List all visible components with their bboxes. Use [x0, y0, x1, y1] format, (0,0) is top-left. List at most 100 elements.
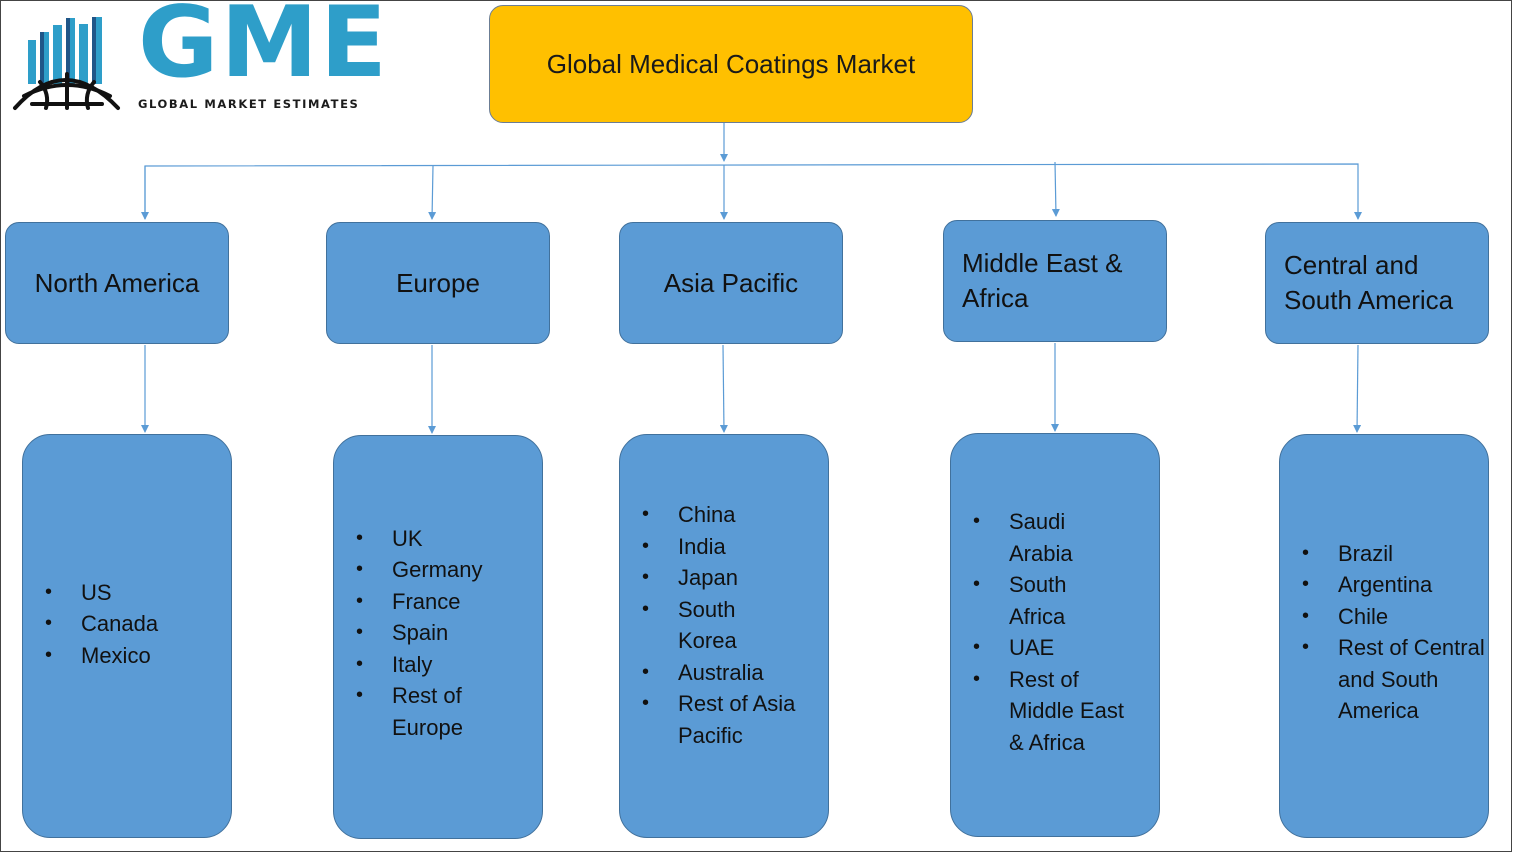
- country-list: • Saudi Arabia • South Africa • UAE •Rest o…: [951, 506, 1159, 758]
- list-item: • China: [642, 499, 828, 531]
- bullet-icon: •: [356, 526, 364, 549]
- country-name: Australia: [678, 659, 764, 685]
- region-node-middle-east-africa: Middle East & Africa: [943, 220, 1167, 342]
- region-node-europe: Europe: [326, 222, 550, 344]
- country-name: Rest of Asia Pacific: [678, 691, 796, 748]
- region-label: Middle East & Africa: [962, 246, 1122, 316]
- list-item: • Rest of Europe: [356, 680, 542, 743]
- country-list: • US • Canada • Mexico: [23, 577, 231, 672]
- list-item: •Rest of Middle East & Africa: [973, 664, 1159, 759]
- bullet-icon: •: [1302, 541, 1310, 564]
- bullet-icon: •: [642, 503, 650, 525]
- logo-tagline: GLOBAL MARKET ESTIMATES: [138, 97, 360, 111]
- country-name: Canada: [81, 611, 159, 637]
- country-name: US: [81, 579, 112, 605]
- bullet-icon: •: [642, 566, 650, 588]
- country-list-node-central-south-america: •Brazil •Argentina •Chile •Rest of Centr…: [1279, 434, 1489, 838]
- list-item: • Spain: [356, 617, 542, 649]
- country-name: India: [678, 533, 726, 559]
- bullet-icon: •: [356, 558, 364, 581]
- list-item: • US: [45, 577, 231, 609]
- list-item: • UK: [356, 523, 542, 555]
- bullet-icon: •: [642, 534, 650, 557]
- list-item: • Germany: [356, 554, 542, 586]
- country-name: South Africa: [1009, 572, 1067, 629]
- region-label-line: Africa: [962, 283, 1029, 313]
- country-name: Rest of Central and South America: [1338, 635, 1485, 723]
- list-item: • UAE: [973, 632, 1159, 664]
- region-label-line: Asia Pacific: [663, 267, 799, 298]
- bullet-icon: •: [356, 621, 364, 644]
- branch-europe: [428, 165, 437, 220]
- list-item: •Australia: [642, 657, 828, 689]
- region-node-asia-pacific: Asia Pacific: [619, 222, 843, 344]
- list-item: • Saudi Arabia: [973, 506, 1159, 569]
- list-item: • Italy: [356, 649, 542, 681]
- country-name: Japan: [678, 565, 738, 590]
- bullet-icon: •: [45, 643, 53, 666]
- list-item: •Argentina: [1302, 569, 1488, 601]
- country-name: South Korea: [678, 596, 737, 654]
- gme-logo: GME GLOBAL MARKET ESTIMATES: [10, 0, 410, 117]
- country-list-node-north-america: • US • Canada • Mexico: [22, 434, 232, 838]
- list-item: • India: [642, 531, 828, 563]
- country-name: Saudi Arabia: [1009, 509, 1073, 566]
- region-label: Asia Pacific: [664, 266, 798, 301]
- list-item: • Rest of Asia Pacific: [642, 688, 828, 751]
- country-list: •China •India •Japan •South Korea •Austr…: [620, 499, 828, 751]
- bullet-icon: •: [973, 573, 981, 595]
- bullet-icon: •: [356, 652, 364, 675]
- country-name: Brazil: [1338, 540, 1394, 566]
- bullet-icon: •: [45, 580, 53, 603]
- list-item: •Chile: [1302, 601, 1488, 633]
- country-list-node-middle-east-africa: • Saudi Arabia • South Africa • UAE •Rest o…: [950, 433, 1160, 837]
- bullet-icon: •: [973, 636, 981, 658]
- country-name: UAE: [1009, 635, 1055, 660]
- bullet-icon: •: [642, 692, 650, 714]
- region-label: Europe: [396, 266, 480, 301]
- region-label-line: South America: [1284, 285, 1454, 315]
- region-label: North America: [35, 266, 200, 301]
- list-item: •South Korea: [642, 594, 828, 657]
- country-name: Rest of Europe: [392, 683, 463, 740]
- bullet-icon: •: [973, 667, 981, 690]
- region-label-line: Middle East &: [962, 248, 1123, 278]
- bullet-icon: •: [1302, 636, 1310, 658]
- country-name: China: [678, 502, 736, 527]
- country-name: Mexico: [81, 642, 151, 668]
- list-item: • Mexico: [45, 640, 231, 672]
- list-item: • Brazil: [1302, 538, 1488, 570]
- region-node-central-south-america: Central and South America: [1265, 222, 1489, 344]
- bullet-icon: •: [45, 612, 53, 635]
- logo-wordmark: GME: [138, 0, 389, 100]
- country-list: •Brazil •Argentina •Chile •Rest of Centr…: [1280, 538, 1488, 727]
- list-item: • South Africa: [973, 569, 1159, 632]
- branch-bus: [144, 163, 1362, 220]
- link-asia-pacific: [719, 344, 728, 433]
- country-name: Chile: [1338, 603, 1389, 629]
- bullet-icon: •: [973, 510, 981, 532]
- globe-bars-icon: [13, 17, 120, 110]
- country-name: UK: [392, 525, 423, 551]
- country-name: Germany: [392, 557, 483, 583]
- region-label-line: North America: [34, 267, 200, 298]
- country-name: France: [392, 588, 461, 614]
- country-name: Italy: [392, 651, 433, 677]
- country-name: Spain: [392, 620, 449, 646]
- bullet-icon: •: [1302, 573, 1310, 595]
- root-node: Global Medical Coatings Market: [489, 5, 973, 123]
- list-item: • Japan: [642, 562, 828, 594]
- root-title: Global Medical Coatings Market: [546, 48, 916, 79]
- country-list-node-europe: • UK • Germany • France • Spain • Italy • Rest…: [333, 435, 543, 839]
- bullet-icon: •: [356, 589, 364, 612]
- list-item: • Canada: [45, 608, 231, 640]
- bullet-icon: •: [356, 684, 364, 707]
- region-label-line: Europe: [396, 267, 480, 298]
- region-label-line: Central and: [1284, 250, 1419, 280]
- region-node-north-america: North America: [5, 222, 229, 344]
- list-item: • France: [356, 586, 542, 618]
- list-item: • Rest of Central and South America: [1302, 632, 1488, 727]
- country-list-node-asia-pacific: •China •India •Japan •South Korea •Austr…: [619, 434, 829, 838]
